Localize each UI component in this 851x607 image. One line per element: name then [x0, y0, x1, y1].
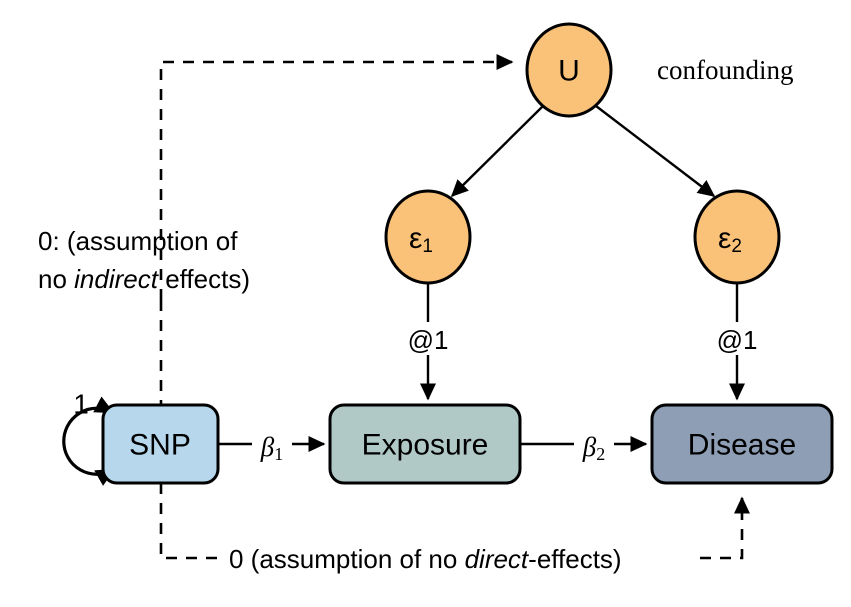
node-snp[interactable]: SNP	[101, 403, 220, 485]
node-confounder-label: U	[558, 55, 580, 88]
node-snp-label: SNP	[129, 429, 191, 462]
node-confounder-u[interactable]: U	[525, 22, 613, 118]
annotation-indirect-line1: 0: (assumption of	[38, 226, 238, 256]
edge-confounder-to-error1	[450, 105, 544, 198]
node-disease[interactable]: Disease	[650, 403, 834, 485]
edge-confounder-to-error2	[595, 105, 716, 197]
node-disease-label: Disease	[688, 429, 796, 462]
edge-snp-to-disease-dashed	[159, 483, 750, 560]
annotation-indirect-line2: no indirect effects)	[38, 264, 250, 294]
self-loop-label: 1	[73, 389, 89, 420]
node-exposure[interactable]: Exposure	[328, 403, 522, 485]
node-error1-label: ε1	[409, 222, 433, 257]
annotation-confounding: confounding	[657, 55, 793, 85]
node-exposure-label: Exposure	[362, 429, 489, 462]
edge-label-beta1: β1	[260, 432, 283, 464]
edge-snp-self-loop	[62, 396, 116, 486]
node-error-1[interactable]: ε1	[384, 189, 472, 285]
node-error2-label: ε2	[718, 222, 742, 257]
edge-label-beta2: β2	[582, 432, 605, 464]
edge-label-error1-variance: @1	[408, 325, 449, 355]
node-error-2[interactable]: ε2	[693, 189, 781, 285]
edge-label-error2-variance: @1	[717, 325, 758, 355]
annotation-direct-effects: 0 (assumption of no direct-effects)	[229, 544, 622, 574]
